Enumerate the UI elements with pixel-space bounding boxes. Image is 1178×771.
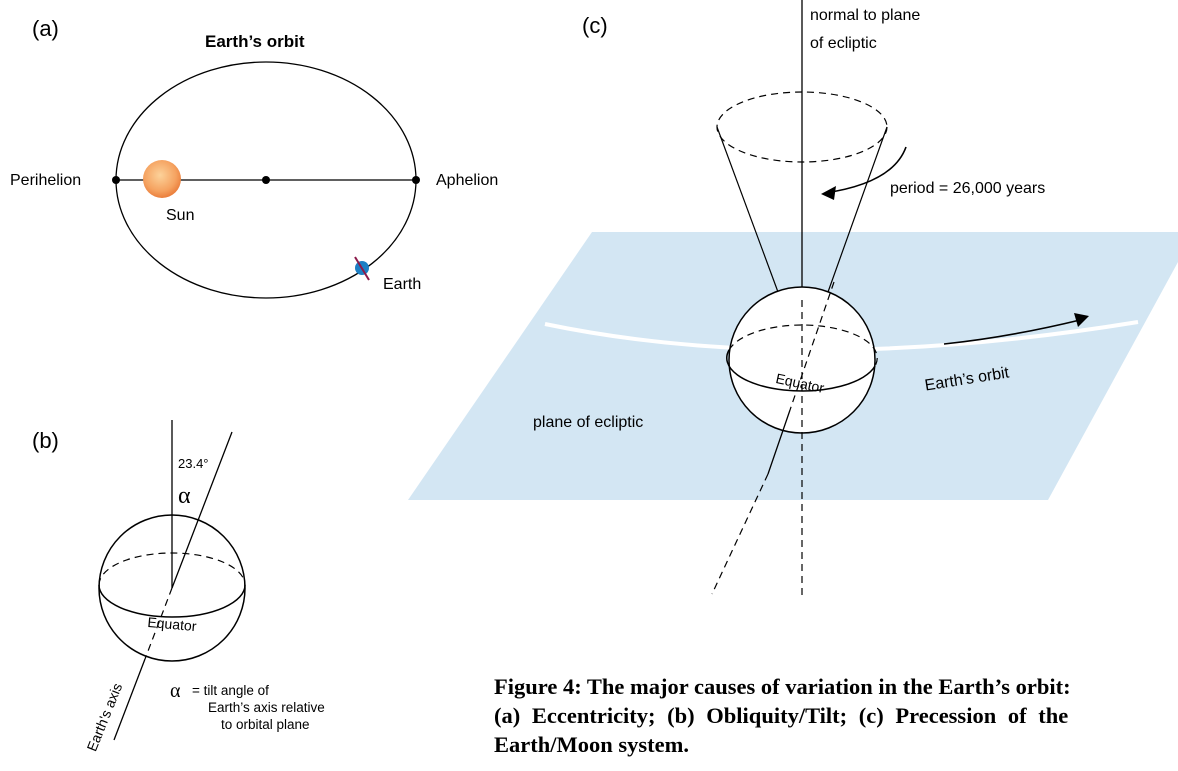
equator-back-c — [728, 324, 878, 367]
sun-label: Sun — [166, 207, 194, 224]
caption-line-1: Figure 4: The major causes of variation … — [494, 674, 1071, 699]
legend-line-3: to orbital plane — [221, 717, 310, 732]
equator-front — [98, 584, 246, 618]
orbit-arrowhead — [1074, 313, 1089, 327]
period-label: period = 26,000 years — [890, 180, 1045, 197]
period-arrow — [824, 146, 907, 194]
earth-icon — [354, 256, 370, 281]
panel-a: (a) Earth’s orbit Perihelion Aphelion Su… — [10, 16, 498, 299]
tilted-axis-out — [767, 409, 791, 475]
tilted-axis-upper — [171, 431, 233, 589]
cone-right-edge — [827, 126, 888, 293]
equator-front-c — [726, 349, 876, 392]
normal-label-1: normal to plane — [810, 7, 920, 24]
aphelion-point — [412, 176, 420, 184]
equator-label-b: Equator — [147, 614, 198, 634]
orbit-arrow — [943, 319, 1081, 345]
legend-line-2: Earth’s axis relative — [208, 700, 325, 715]
period-arrowhead — [821, 186, 836, 200]
plane-label: plane of ecliptic — [533, 414, 643, 431]
alpha-symbol: α — [178, 483, 191, 509]
cone-left-edge — [716, 126, 779, 293]
panel-b: (b) 23.4° α Equator Earth's axis α = til… — [32, 420, 325, 753]
tilted-axis-lower — [113, 658, 146, 741]
tilt-value: 23.4° — [178, 456, 209, 471]
perihelion-label: Perihelion — [10, 172, 81, 189]
axis-label: Earth's axis — [83, 681, 125, 754]
tilted-axis-inside — [789, 281, 835, 411]
figure-caption: Figure 4: The major causes of variation … — [494, 672, 1178, 759]
aphelion-label: Aphelion — [436, 172, 498, 189]
perihelion-point — [112, 176, 120, 184]
panel-c: (c) plane of ecliptic normal to plane of… — [408, 0, 1178, 600]
caption-line-3: Earth/Moon system. — [494, 732, 689, 757]
tilted-axis-below — [711, 473, 769, 595]
legend-line-1: = tilt angle of — [192, 683, 269, 698]
panel-a-label: (a) — [32, 16, 59, 41]
center-point — [262, 176, 270, 184]
sun-icon — [143, 160, 181, 198]
axis-inside — [144, 587, 173, 660]
equator-back — [98, 552, 246, 586]
normal-label-2: of ecliptic — [810, 35, 877, 52]
legend-alpha: α — [170, 680, 181, 702]
earth-label: Earth — [383, 276, 421, 293]
panel-c-label: (c) — [582, 13, 608, 38]
orbit-title: Earth’s orbit — [205, 32, 305, 51]
caption-line-2: (a) Eccentricity; (b) Obliquity/Tilt; (c… — [494, 703, 1069, 728]
panel-b-label: (b) — [32, 428, 59, 453]
